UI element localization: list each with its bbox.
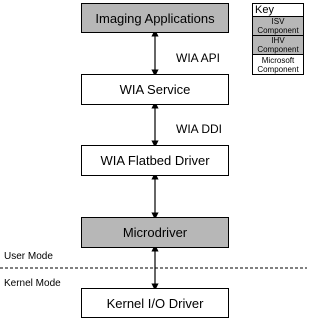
kernel-io-driver-box: Kernel I/O Driver — [81, 288, 229, 318]
key-isv-line1: ISV — [271, 17, 285, 26]
key-title: Key — [253, 4, 303, 17]
key-isv-component: ISV Component — [253, 17, 303, 36]
wia-service-box: WIA Service — [81, 74, 229, 105]
wia-ddi-label: WIA DDI — [176, 122, 223, 136]
wia-flatbed-driver-label: WIA Flatbed Driver — [100, 153, 210, 168]
kernel-mode-label: Kernel Mode — [4, 278, 61, 289]
kernel-io-driver-label: Kernel I/O Driver — [106, 295, 204, 311]
imaging-applications-label: Imaging Applications — [95, 10, 215, 26]
key-microsoft-line1: Microsoft — [261, 55, 295, 65]
microdriver-label: Microdriver — [122, 225, 188, 240]
key-isv-line2: Component — [257, 26, 299, 35]
wia-flatbed-driver-box: WIA Flatbed Driver — [81, 145, 229, 176]
legend-key: Key ISV Component IHV Component Microsof… — [252, 3, 304, 75]
key-microsoft-line2: Component — [257, 64, 299, 74]
user-mode-label: User Mode — [4, 251, 53, 262]
wia-service-label: WIA Service — [119, 82, 191, 97]
microdriver-box: Microdriver — [81, 217, 229, 248]
wia-api-label: WIA API — [176, 51, 221, 65]
connector-layer — [0, 29, 307, 291]
key-microsoft-component: Microsoft Component — [253, 55, 303, 74]
key-ihv-line2: Component — [257, 45, 299, 54]
imaging-applications-box: Imaging Applications — [81, 3, 229, 33]
key-ihv-component: IHV Component — [253, 36, 303, 55]
key-ihv-line1: IHV — [271, 36, 285, 45]
